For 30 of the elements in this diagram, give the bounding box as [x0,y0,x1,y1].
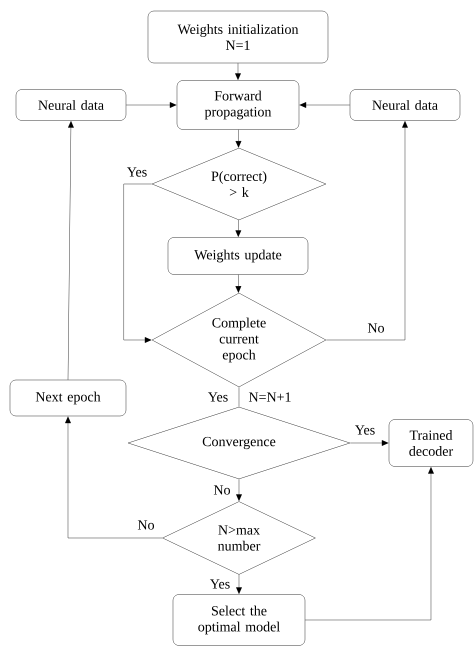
arrow [68,121,74,380]
edge-label: No [366,322,386,334]
edge-label: Yes [126,166,148,178]
arrow [236,130,242,148]
note-label: N=N+1 [248,391,292,403]
process-box: Trained decoder [388,419,474,467]
process-box: Next epoch [10,380,126,416]
arrow [300,102,350,108]
arrow [350,440,388,446]
arrow [326,121,408,340]
edge-label: No [136,519,156,531]
arrow [305,467,434,620]
process-box: Forward propagation [176,80,300,130]
arrow [124,184,152,343]
arrow [235,220,242,237]
arrow [126,102,176,108]
process-box: Weights update [168,237,308,275]
edge-label: Yes [354,424,376,436]
edge-label: Yes [208,578,232,590]
arrow [65,416,162,538]
process-box: Neural data [350,89,460,121]
arrow [235,63,241,80]
arrow [235,274,242,293]
edge-label: No [212,484,232,496]
process-box: Select the optimal model [172,594,306,646]
edge-label: Yes [206,391,230,403]
process-box: Neural data [16,89,126,121]
process-box: Weights initialization N=1 [148,10,328,64]
arrow [236,479,242,501]
arrow [236,574,242,594]
